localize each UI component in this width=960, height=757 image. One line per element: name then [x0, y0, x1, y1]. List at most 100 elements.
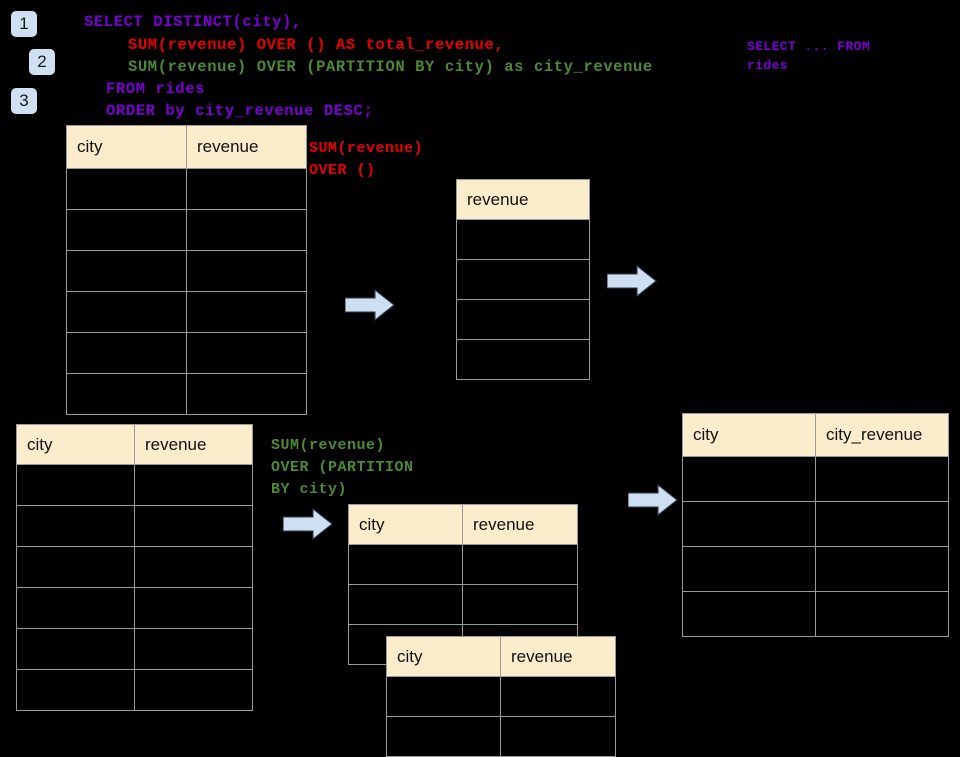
table-cell [386, 676, 501, 717]
table-cell [500, 716, 616, 757]
table-cell [134, 464, 253, 506]
table-cell [348, 544, 463, 585]
table-cell [66, 332, 187, 374]
table-cell [134, 669, 253, 711]
table-cell [66, 168, 187, 210]
column-header-city: city [348, 504, 463, 545]
table-cell [348, 584, 463, 625]
table-cell [16, 587, 135, 629]
table-cell [682, 591, 816, 637]
table-cell [682, 501, 816, 547]
table-row [386, 716, 616, 757]
table-row [682, 546, 949, 592]
table-row [16, 587, 253, 629]
table-cell [134, 505, 253, 547]
column-header-revenue: revenue [500, 636, 616, 677]
table-cell [134, 628, 253, 670]
table-row [682, 456, 949, 502]
table-cell [66, 250, 187, 292]
column-header-city: city [16, 424, 135, 465]
sql-line-select-distinct: SELECT DISTINCT(city), [84, 13, 302, 31]
table-row [682, 501, 949, 547]
table-row [682, 591, 949, 637]
table-row [456, 299, 590, 340]
table-cell [456, 339, 590, 380]
table-row [348, 544, 578, 585]
step-badge-3: 3 [11, 88, 37, 114]
table-cell [16, 546, 135, 588]
column-header-city_revenue: city_revenue [815, 413, 949, 457]
table-cell [815, 546, 949, 592]
table-cell [682, 546, 816, 592]
column-header-revenue: revenue [134, 424, 253, 465]
table-cell [456, 219, 590, 260]
table-row [16, 669, 253, 711]
sql-line-sum-over-empty: SUM(revenue) OVER () AS total_revenue, [128, 36, 505, 54]
table-cell [134, 587, 253, 629]
table-cell [16, 464, 135, 506]
column-header-city: city [386, 636, 501, 677]
table-cell [462, 544, 578, 585]
table-row [16, 628, 253, 670]
table-cell [186, 291, 307, 333]
table-row [66, 373, 307, 415]
table-total-revenue: revenue [456, 179, 590, 380]
table-cell [66, 209, 187, 251]
table-cell [462, 584, 578, 625]
table-row [66, 168, 307, 210]
arrow-partition-to-result [627, 483, 678, 517]
table-row [16, 464, 253, 506]
table-cell [456, 259, 590, 300]
table-header-row: revenue [456, 179, 590, 220]
table-cell [815, 501, 949, 547]
sql-line-order-by: ORDER by city_revenue DESC; [106, 102, 374, 120]
table-row [66, 250, 307, 292]
sql-side-note-select-from-rides: SELECT ... FROM rides [747, 39, 871, 73]
table-cell [682, 456, 816, 502]
table-row [348, 584, 578, 625]
table-row [456, 339, 590, 380]
column-header-revenue: revenue [462, 504, 578, 545]
table-cell [66, 373, 187, 415]
arrow-source-to-partition [282, 507, 333, 541]
table-row [16, 546, 253, 588]
table-row [66, 291, 307, 333]
sql-line-sum-over-partition: SUM(revenue) OVER (PARTITION BY city) as… [128, 58, 653, 76]
table-row [66, 332, 307, 374]
table-row [66, 209, 307, 251]
table-cell [186, 250, 307, 292]
annotation-sum-over-partition: SUM(revenue) OVER (PARTITION BY city) [271, 437, 414, 498]
table-cell [815, 591, 949, 637]
table-cell [186, 209, 307, 251]
table-cell [186, 168, 307, 210]
table-cell [16, 669, 135, 711]
arrow-total-to-result [606, 264, 657, 298]
sql-line-from: FROM rides [106, 80, 206, 98]
table-cell [815, 456, 949, 502]
table-cell [66, 291, 187, 333]
table-row [456, 259, 590, 300]
column-header-revenue: revenue [186, 125, 307, 169]
table-cell [16, 505, 135, 547]
column-header-city: city [682, 413, 816, 457]
table-row [456, 219, 590, 260]
table-cell [186, 332, 307, 374]
column-header-revenue: revenue [456, 179, 590, 220]
table-cell [134, 546, 253, 588]
table-cell [386, 716, 501, 757]
column-header-city: city [66, 125, 187, 169]
step-badge-1: 1 [11, 11, 37, 37]
table-cell [16, 628, 135, 670]
table-cell [456, 299, 590, 340]
table-cell [500, 676, 616, 717]
arrow-source-to-total [344, 288, 395, 322]
